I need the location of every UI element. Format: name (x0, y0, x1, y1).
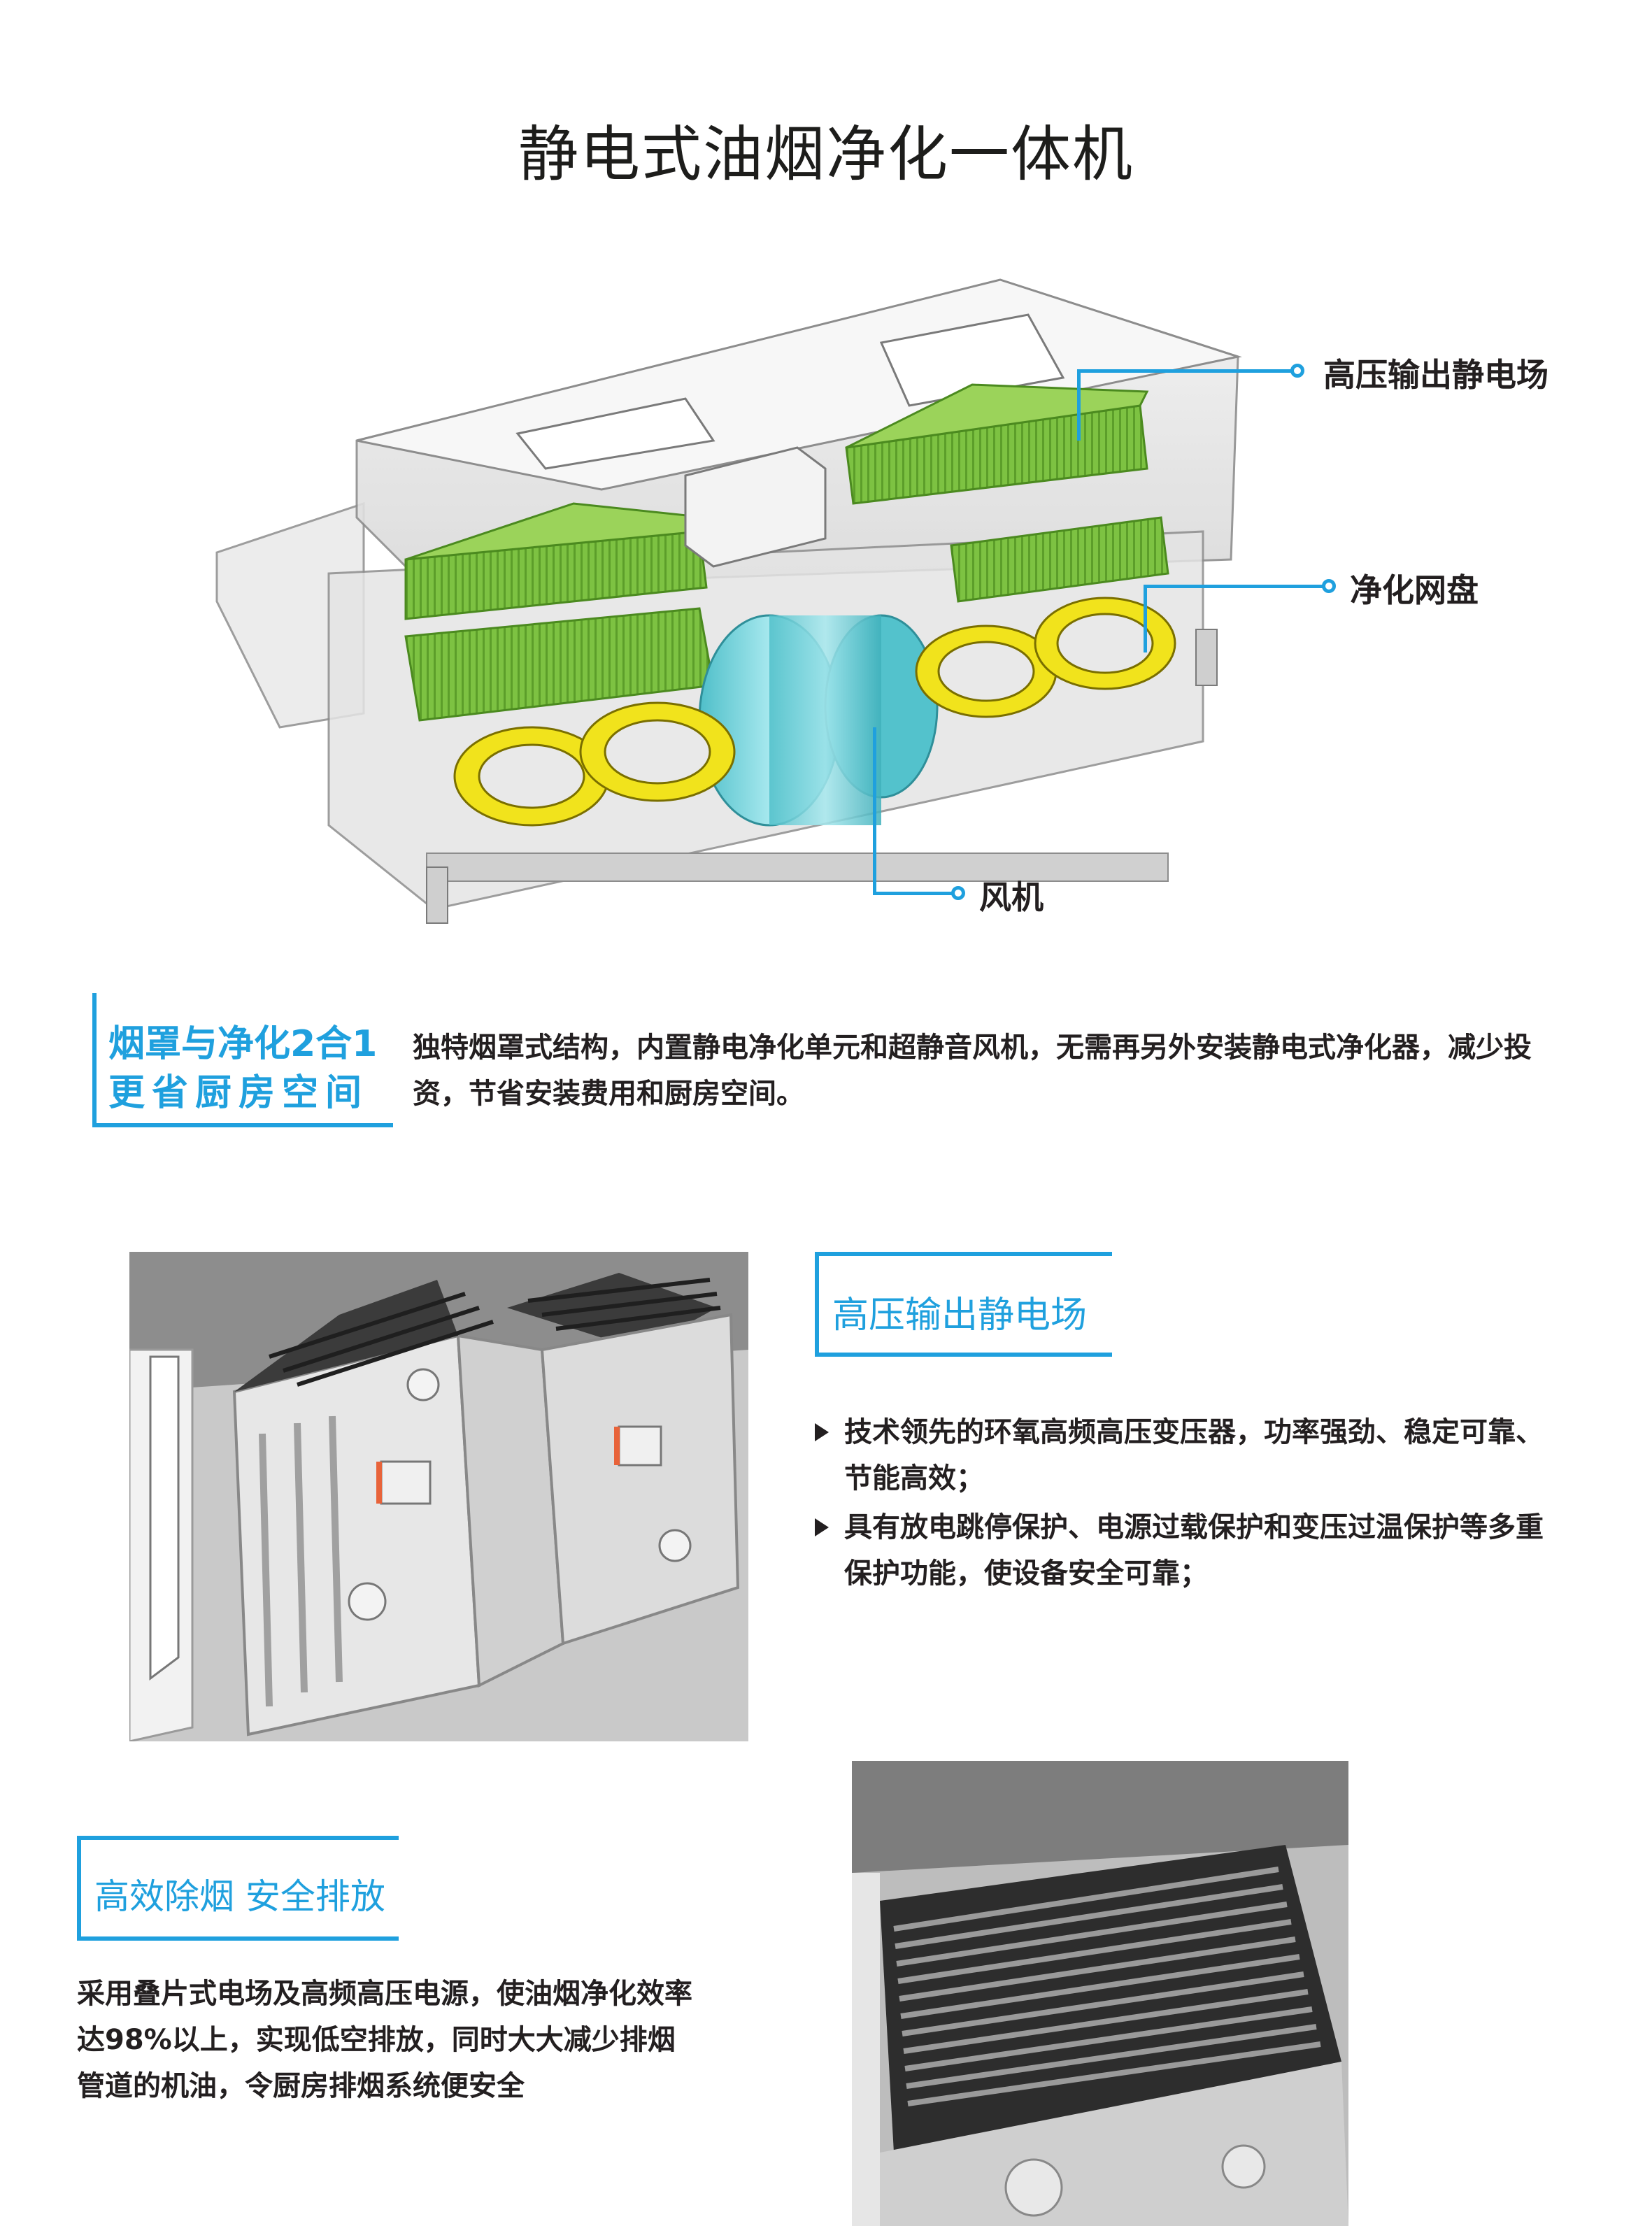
callout-line-field-h (1077, 369, 1294, 373)
plate-field-closeup-photo (852, 1761, 1348, 2226)
page-title: 静电式油烟净化一体机 (518, 120, 1134, 190)
section2-bullet-item: 具有放电跳停保护、电源过载保护和变压过温保护等多重保护功能，使设备安全可靠； (815, 1504, 1556, 1597)
section1-heading-line2: 更省厨房空间 (108, 1072, 369, 1114)
section2-bullet-text: 具有放电跳停保护、电源过载保护和变压过温保护等多重保护功能，使设备安全可靠； (844, 1511, 1544, 1590)
section2-bullet-text: 技术领先的环氧高频高压变压器，功率强劲、稳定可靠、节能高效； (844, 1416, 1544, 1494)
section3-heading-top-rule (77, 1836, 399, 1840)
bullet-triangle-icon (815, 1423, 829, 1441)
electrostatic-field-photo (129, 1252, 748, 1741)
callout-label-field: 高压输出静电场 (1323, 356, 1548, 394)
callout-dot-field (1290, 364, 1304, 378)
section1-heading-frame (92, 993, 393, 1127)
section3-text: 采用叠片式电场及高频高压电源，使油烟净化效率达98%以上，实现低空排放，同时大大… (77, 1978, 692, 2102)
section3-heading-frame (77, 1836, 399, 1941)
section2-heading-frame (815, 1252, 1112, 1357)
section3-heading: 高效除烟 安全排放 (94, 1876, 385, 1917)
callout-line-mesh-v (1144, 586, 1147, 652)
section2-bullet-item: 技术领先的环氧高频高压变压器，功率强劲、稳定可靠、节能高效； (815, 1409, 1556, 1501)
section1-heading-line1: 烟罩与净化2合1 (108, 1023, 378, 1065)
callout-dot-mesh (1322, 579, 1336, 593)
section2-heading-top-rule (815, 1252, 1112, 1256)
section2-heading: 高压输出静电场 (832, 1294, 1088, 1336)
callout-line-mesh-h (1144, 585, 1325, 588)
callout-label-fan: 风机 (979, 878, 1044, 916)
callout-line-field-v (1077, 371, 1081, 441)
hood-illustration (215, 278, 1242, 924)
callout-label-mesh: 净化网盘 (1350, 571, 1479, 609)
section2-bullet-list: 技术领先的环氧高频高压变压器，功率强劲、稳定可靠、节能高效； 具有放电跳停保护、… (815, 1409, 1556, 1599)
section1-text: 独特烟罩式结构，内置静电净化单元和超静音风机，无需再另外安装静电式净化器，减少投… (413, 1032, 1532, 1110)
callout-dot-fan (951, 886, 965, 900)
bullet-triangle-icon (815, 1518, 829, 1536)
callout-line-fan-h (873, 892, 953, 895)
callout-line-fan-v (873, 727, 876, 895)
